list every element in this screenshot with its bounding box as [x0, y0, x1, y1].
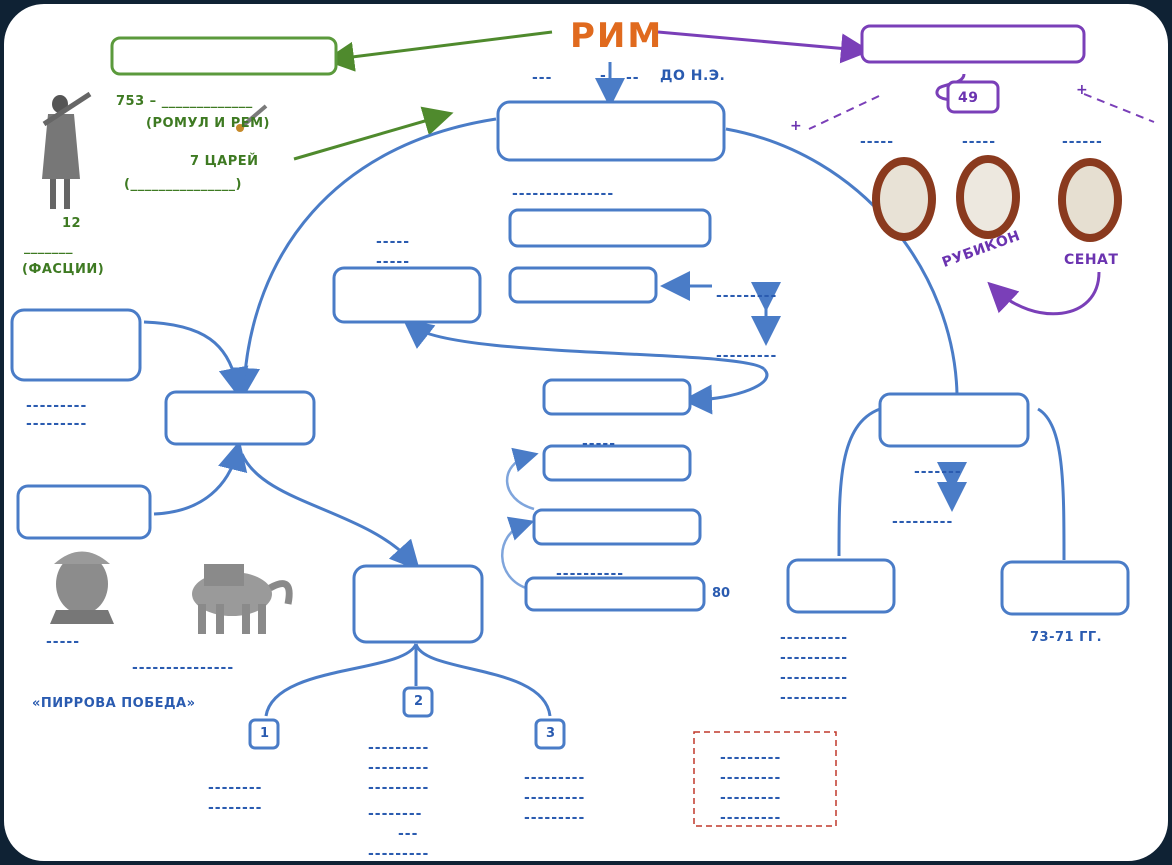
box-49 — [946, 80, 1000, 114]
box-left-mid — [332, 266, 482, 324]
blank-mid-right-2: --------- — [716, 348, 778, 364]
box-c1 — [508, 208, 712, 248]
blank-sub1-2: -------- — [208, 800, 263, 816]
arrow-rim-to-empire — [657, 30, 871, 64]
box-c3 — [542, 378, 692, 416]
portrait-blank-2: ----- — [962, 134, 997, 150]
blank-sub2-4: -------- — [368, 806, 423, 822]
box-c2 — [508, 266, 658, 304]
num-box-1 — [248, 718, 280, 750]
bc-label: ДО Н.Э. — [660, 68, 726, 84]
blank-left-mid-2: --------- — [26, 416, 88, 432]
box-right-low-l — [786, 558, 896, 614]
box-c6 — [524, 576, 706, 612]
arrow-to-center-box — [682, 367, 769, 415]
kings-label: 7 ЦАРЕЙ — [190, 154, 259, 169]
roman-lictor-figure — [42, 91, 92, 209]
portraits — [872, 155, 1122, 242]
blank-hannibal: ----- — [46, 634, 81, 650]
arrow-senate-to-rubicon — [987, 271, 1101, 316]
blank-sub3-3: --------- — [524, 810, 586, 826]
arrow-punic-to-wars — [240, 453, 421, 571]
worksheet-card: РИМ --- - -- ДО Н.Э. 753 – _____________… — [4, 4, 1168, 861]
blank-sub3-2: --------- — [524, 790, 586, 806]
box-left-top — [10, 308, 142, 382]
years-73-71: 73-71 ГГ. — [1030, 630, 1103, 645]
box-right-low-r — [1000, 560, 1130, 616]
bc-blank-right: -- — [626, 70, 640, 86]
box-left-low — [16, 484, 152, 540]
arrow-kings-to-republic — [293, 106, 454, 161]
blank-center-top: --------------- — [512, 186, 615, 202]
box-c5 — [532, 508, 702, 546]
box-empire — [860, 24, 1086, 64]
blank-left-small-2: ----- — [376, 254, 411, 270]
plus-right: + — [1076, 82, 1089, 98]
box-republic — [496, 100, 726, 162]
blank-sub2-3: --------- — [368, 780, 430, 796]
blank-center-long: ---------- — [556, 566, 625, 582]
blank-red-2: --------- — [720, 770, 782, 786]
blank-elephant: --------------- — [132, 660, 235, 676]
blank-left-small-1: ----- — [376, 234, 411, 250]
founders-label: (РОМУЛ И РЕМ) — [146, 116, 270, 131]
num-2: 2 — [414, 694, 424, 709]
num-box-2 — [402, 686, 434, 718]
pyrrhic-victory-label: «ПИРРОВА ПОБЕДА» — [32, 696, 196, 711]
blank-mid-right-1: --------- — [716, 288, 778, 304]
blank-sub1-1: -------- — [208, 780, 263, 796]
blank-sub2-2: --------- — [368, 760, 430, 776]
bc-blank-left: --- — [532, 70, 553, 86]
bust-drawing — [50, 551, 114, 624]
arrow-rim-to-founding — [324, 30, 553, 72]
arrow-box-to-punic — [143, 320, 249, 398]
war-elephant-drawing — [192, 564, 293, 634]
blank-rb-2: ---------- — [780, 650, 849, 666]
count-49: 49 — [958, 90, 979, 106]
blank-sub2-5: --- — [398, 826, 419, 842]
blank-rb-1: ---------- — [780, 630, 849, 646]
senate-label: СЕНАТ — [1064, 252, 1119, 268]
num-box-3 — [534, 718, 566, 750]
arrow-lowbox-to-punic — [153, 440, 248, 516]
founding-year: 753 – _____________ — [116, 94, 253, 109]
blank-rb-3: ---------- — [780, 670, 849, 686]
blank-right-mid-2: --------- — [892, 514, 954, 530]
blank-left-mid-1: --------- — [26, 398, 88, 414]
blank-center-small: ----- — [582, 436, 617, 452]
blank-right-mid-1: ------- — [914, 464, 962, 480]
blank-rb-4: ---------- — [780, 690, 849, 706]
twelve-label: 12 — [62, 216, 82, 231]
blank-red-1: --------- — [720, 750, 782, 766]
arrow-to-left-box — [402, 318, 766, 371]
plus-left: + — [790, 118, 803, 134]
num-3: 3 — [546, 726, 556, 741]
red-dashed-box — [693, 731, 837, 827]
kings-blank: (_______________) — [124, 177, 242, 192]
blank-sub2-6: --------- — [368, 846, 430, 861]
box-wars — [352, 564, 484, 644]
label-80: 80 — [712, 586, 731, 601]
arc-left — [230, 117, 497, 398]
blank-red-4: --------- — [720, 810, 782, 826]
page-title: РИМ — [570, 16, 664, 56]
num-1: 1 — [260, 726, 270, 741]
box-punic — [164, 390, 316, 446]
portrait-blank-3: ------ — [1062, 134, 1103, 150]
portrait-blank-1: ----- — [860, 134, 895, 150]
loop-to-49 — [935, 73, 966, 101]
fasces-label: (ФАСЦИИ) — [22, 262, 105, 277]
box-c4 — [542, 444, 692, 482]
blank-sub3-1: --------- — [524, 770, 586, 786]
bc-blank-mid: - — [600, 68, 607, 84]
box-founding — [110, 36, 338, 76]
connector-layer — [10, 24, 1155, 827]
blank-sub2-1: --------- — [368, 740, 430, 756]
fasces-blank: _______ — [24, 240, 73, 255]
blank-red-3: --------- — [720, 790, 782, 806]
box-right-mid — [878, 392, 1030, 448]
